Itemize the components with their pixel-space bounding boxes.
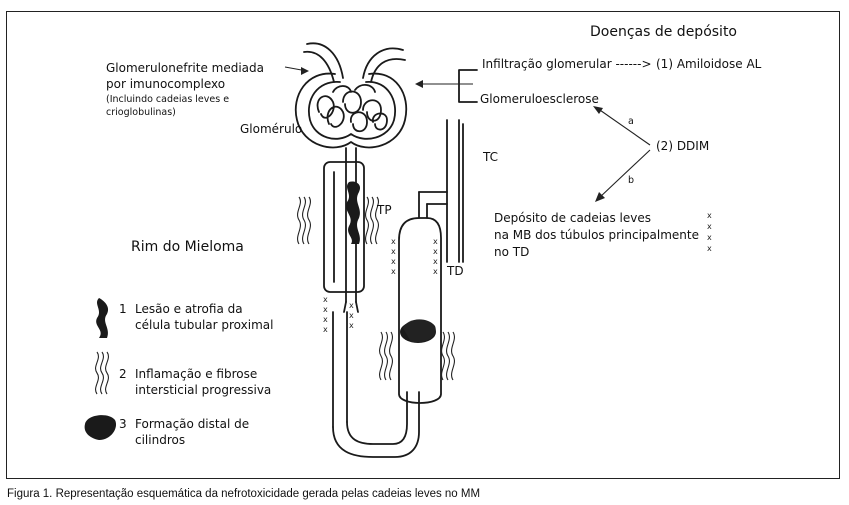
svg-text:x: x — [707, 244, 712, 253]
svg-text:x: x — [391, 267, 396, 276]
afferent-arteriole — [306, 42, 344, 79]
svg-text:x: x — [707, 222, 712, 231]
svg-text:x: x — [349, 311, 354, 320]
ddim-label: (2) DDIM — [656, 139, 710, 153]
svg-text:x: x — [349, 301, 354, 310]
svg-text:x: x — [323, 325, 328, 334]
tp-label: TP — [377, 203, 392, 217]
proximal-lesion-mark — [346, 181, 361, 244]
figure-caption: Figura 1. Representação esquemática da n… — [7, 488, 481, 500]
svg-text:x: x — [323, 315, 328, 324]
svg-text:x: x — [391, 237, 396, 246]
glomerulonephritis-label-line2: por imunocomplexo — [106, 77, 226, 91]
tc-label: TC — [483, 150, 499, 164]
deposit-label: Depósito de cadeias leves — [494, 211, 652, 225]
loop-of-henle — [332, 391, 420, 458]
bowman-capsule — [294, 72, 408, 149]
td-label: TD — [447, 264, 464, 278]
svg-text:x: x — [349, 321, 354, 330]
legend-number-1: 1 — [119, 302, 127, 316]
svg-text:x: x — [433, 247, 438, 256]
legend-lesion-icon — [96, 298, 109, 338]
deposit-label-line2: na MB dos túbulos principalmente — [494, 228, 699, 242]
legend-item-1-line1: Lesão e atrofia da — [135, 302, 243, 316]
svg-text:x: x — [323, 305, 328, 314]
myeloma-kidney-title: Rim do Mieloma — [131, 239, 244, 255]
deposit-bracket — [458, 69, 478, 103]
deposit-label-line3: no TD — [494, 245, 530, 259]
glomerulosclerosis-label: Glomeruloesclerose — [480, 92, 599, 106]
infiltration-label: Infiltração glomerular ------> — [482, 57, 652, 71]
distal-tubule — [398, 217, 442, 404]
svg-text:x: x — [323, 295, 328, 304]
glomerulonephritis-note: (Incluindo cadeias leves e — [106, 94, 230, 105]
svg-text:x: x — [707, 211, 712, 220]
legend-number-3: 3 — [119, 417, 127, 431]
legend-item-3-line1: Formação distal de — [135, 417, 250, 431]
svg-text:x: x — [707, 233, 712, 242]
svg-text:x: x — [433, 257, 438, 266]
glomerulonephritis-label: Glomerulonefrite mediada — [106, 61, 264, 75]
glomerulo-label: Glomérulo — [240, 122, 303, 136]
legend-item-2-line1: Inflamação e fibrose — [135, 367, 258, 381]
fibrosis-marks — [297, 196, 455, 381]
legend-cast-icon — [84, 415, 117, 440]
glomerulonephritis-note-line2: crioglobulinas) — [106, 107, 176, 118]
legend-number-2: 2 — [119, 367, 127, 381]
branch-b-label: b — [628, 175, 635, 186]
proximal-tubule-box — [323, 161, 365, 293]
glomerular-tuft — [316, 84, 388, 133]
svg-text:x: x — [433, 267, 438, 276]
svg-text:x: x — [433, 237, 438, 246]
legend-item-1-line2: célula tubular proximal — [135, 318, 274, 332]
efferent-arteriole — [362, 47, 404, 79]
legend-fibrosis-icon — [95, 351, 109, 395]
page-title: Doenças de depósito — [590, 24, 737, 40]
legend-item-3-line2: cilindros — [135, 433, 186, 447]
amyloidosis-label: (1) Amiloidose AL — [656, 57, 762, 71]
svg-text:x: x — [391, 257, 396, 266]
legend-item-2-line2: intersticial progressiva — [135, 383, 272, 397]
svg-text:x: x — [391, 247, 396, 256]
branch-a-label: a — [628, 116, 634, 127]
